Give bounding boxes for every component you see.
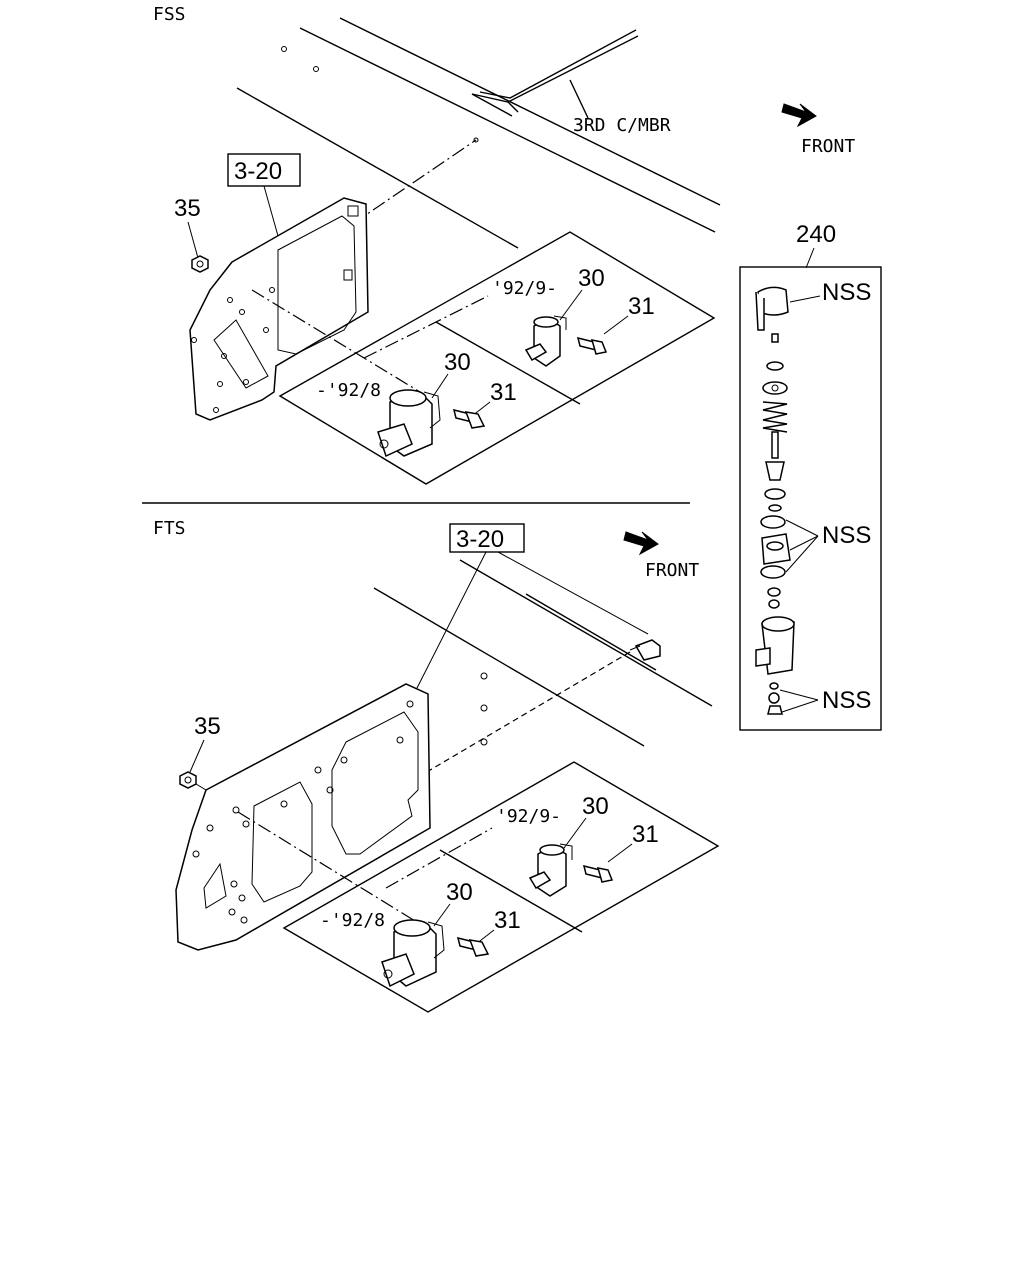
callout-35-top: 35: [174, 195, 201, 222]
callout-30-early-bottom: 30: [446, 879, 473, 906]
kit-frame: [739, 266, 882, 731]
mounting-plate-top: [189, 197, 369, 421]
bolt-early-top: [452, 408, 486, 429]
section-fss: FSS 3RD C/MBR FRONT 3-20: [153, 4, 855, 485]
section-label-fss: FSS: [153, 4, 186, 25]
callout-30-early-top: 30: [444, 349, 471, 376]
nss-label-2: NSS: [822, 522, 871, 549]
ref-box-label-top: 3-20: [234, 158, 282, 185]
solenoid-early-top: [377, 389, 441, 458]
bolt-late-top: [576, 336, 608, 355]
front-label-top: FRONT: [801, 136, 855, 157]
nss-label-3: NSS: [822, 687, 871, 714]
mounting-plate-bottom: [175, 683, 431, 951]
callout-35-bottom: 35: [194, 713, 221, 740]
repair-kit-240: 240 NSS NSS: [739, 221, 882, 731]
nut-icon-top: [191, 255, 209, 273]
front-arrow-icon: [781, 103, 817, 128]
bolt-late-bottom: [582, 864, 614, 883]
variant-late-bottom: '92/9-: [496, 806, 561, 827]
variant-box-bottom: [282, 761, 720, 1013]
variant-box-top: [278, 231, 716, 485]
bolt-early-bottom: [456, 936, 490, 957]
callout-31-early-bottom: 31: [494, 907, 521, 934]
callout-30-late-top: 30: [578, 265, 605, 292]
callout-30-late-bottom: 30: [582, 793, 609, 820]
front-arrow-icon-bottom: [623, 531, 659, 556]
ref-box-bottom: [449, 523, 525, 553]
callout-31-late-bottom: 31: [632, 821, 659, 848]
frame-bolt-icon: [629, 639, 661, 661]
nut-icon-bottom: [179, 771, 197, 789]
variant-early-top: -'92/8: [316, 380, 381, 401]
solenoid-early-bottom: [381, 919, 445, 988]
callout-240: 240: [796, 221, 836, 248]
member-label: 3RD C/MBR: [573, 115, 671, 136]
solenoid-late-bottom: [528, 843, 573, 897]
solenoid-late-top: [524, 315, 567, 367]
callout-31-late-top: 31: [628, 293, 655, 320]
nss-label-1: NSS: [822, 279, 871, 306]
section-fts: FTS FRONT 3-20: [153, 518, 720, 1013]
ref-box-label-bottom: 3-20: [456, 526, 504, 553]
variant-late-top: '92/9-: [492, 278, 557, 299]
front-label-bottom: FRONT: [645, 560, 699, 581]
section-label-fts: FTS: [153, 518, 186, 539]
callout-31-early-top: 31: [490, 379, 517, 406]
variant-early-bottom: -'92/8: [320, 910, 385, 931]
